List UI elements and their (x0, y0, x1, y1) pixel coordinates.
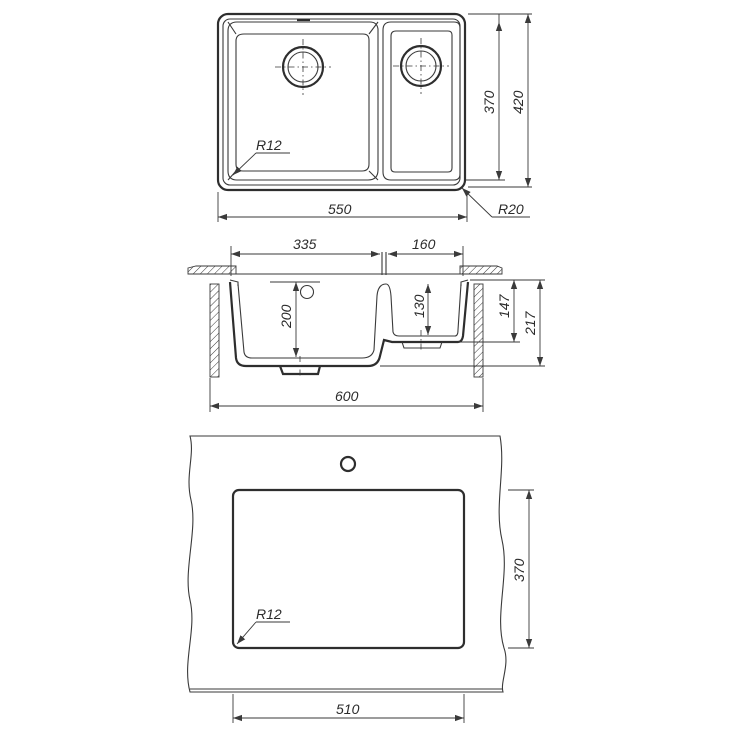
small-bowl-depth-label: 130 (411, 294, 427, 318)
top-depth-label: 420 (510, 90, 526, 114)
radius-leader (232, 152, 257, 176)
sink-rim-right (460, 279, 469, 286)
cabinet-wall-right (473, 283, 484, 378)
radius-leader (461, 187, 493, 218)
cutout-depth-label: 370 (511, 558, 527, 582)
radius-leader (236, 621, 257, 645)
sink-rim-left (229, 279, 239, 286)
sink-rim-inner (222, 18, 461, 186)
cabinet-width-label: 600 (335, 388, 359, 404)
sink-section-outer (228, 281, 470, 368)
sink-outline (216, 12, 467, 192)
small-bowl-inner-wall (390, 30, 453, 173)
countertop-left-section (187, 265, 237, 275)
main-drain-outer (281, 45, 325, 89)
cabinet-wall-left (209, 283, 220, 378)
top-bowl-depth-label: 370 (481, 90, 497, 114)
sink-section-inner (237, 283, 462, 359)
cutout-view: R12 370 510 (187, 435, 534, 723)
bowl-corner-line (368, 21, 379, 35)
bowl-corner-line (227, 21, 237, 35)
top-width-label: 550 (328, 201, 352, 217)
top-view: R12 550 R20 370 420 (216, 12, 532, 222)
main-bowl-width-label: 335 (293, 236, 317, 252)
drain-outlet-small (401, 341, 443, 349)
small-bowl-outline (382, 21, 461, 181)
cutout-width-label: 510 (336, 701, 360, 717)
bowl-corner-line (368, 170, 379, 181)
countertop-outline (187, 435, 507, 693)
overall-height-label: 217 (522, 310, 538, 336)
small-drain-outer (399, 44, 443, 88)
section-view: 335 160 200 130 147 217 600 (187, 236, 545, 412)
cutout-opening (231, 488, 466, 650)
overflow-hole (299, 284, 315, 300)
main-bowl-depth-label: 200 (278, 304, 294, 329)
small-bowl-width-label: 160 (412, 236, 436, 252)
depth-147-label: 147 (496, 293, 512, 318)
top-corner-outer-radius-label: R20 (498, 201, 524, 217)
drain-outlet-main (278, 365, 322, 376)
faucet-hole (339, 455, 357, 473)
main-bowl-inner-wall (235, 33, 370, 172)
top-corner-inner-radius-label: R12 (256, 137, 282, 153)
main-bowl-outline (227, 21, 379, 181)
cutout-corner-radius-label: R12 (256, 606, 282, 622)
countertop-right-section (459, 265, 503, 275)
